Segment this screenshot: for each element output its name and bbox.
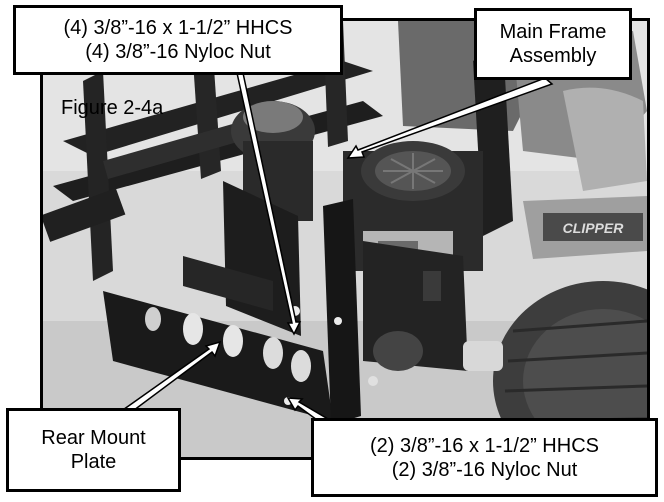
callout-hardware-upper: (4) 3/8”-16 x 1-1/2” HHCS (4) 3/8”-16 Ny… bbox=[13, 5, 343, 75]
callout-hardware-lower-line2: (2) 3/8”-16 Nyloc Nut bbox=[391, 458, 578, 481]
tire bbox=[493, 281, 647, 457]
equipment-illustration: CLIPPER bbox=[43, 21, 647, 457]
callout-rear-mount-line1: Rear Mount bbox=[41, 427, 146, 449]
callout-hardware-upper-line2: (4) 3/8”-16 Nyloc Nut bbox=[85, 41, 271, 63]
control-box: CLIPPER bbox=[523, 196, 647, 259]
callout-rear-mount-plate: Rear Mount Plate bbox=[6, 408, 181, 492]
equipment-photo: CLIPPER bbox=[40, 18, 650, 460]
callout-hardware-upper-line1: (4) 3/8”-16 x 1-1/2” HHCS bbox=[63, 17, 293, 39]
callout-hardware-lower-line1: (2) 3/8”-16 x 1-1/2” HHCS bbox=[370, 434, 599, 457]
callout-main-frame: Main Frame Assembly bbox=[474, 8, 632, 80]
filter-canister bbox=[463, 341, 503, 371]
decal-text: CLIPPER bbox=[563, 220, 625, 236]
callout-main-frame-line2: Assembly bbox=[509, 45, 597, 67]
callout-hardware-lower: (2) 3/8”-16 x 1-1/2” HHCS (2) 3/8”-16 Ny… bbox=[311, 418, 658, 497]
callout-rear-mount-line2: Plate bbox=[70, 451, 117, 473]
callout-main-frame-line1: Main Frame bbox=[499, 21, 607, 43]
figure-label: Figure 2-4a bbox=[61, 97, 164, 119]
mount-bracket bbox=[363, 241, 468, 386]
